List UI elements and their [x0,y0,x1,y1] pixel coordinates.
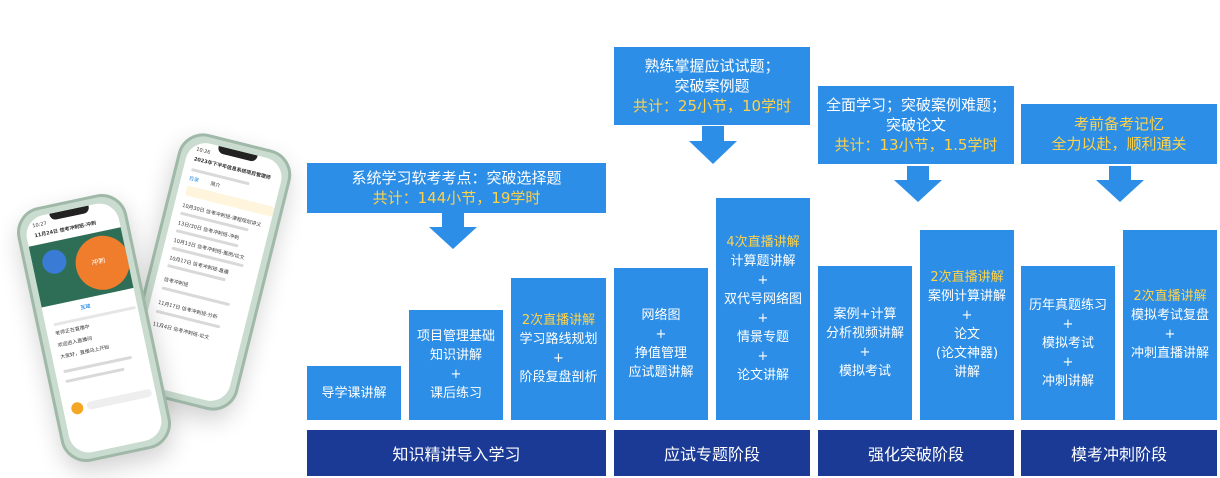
phone-notch [49,205,90,221]
block-text: 挣值管理 [634,346,687,361]
block-text: 双代号网络图 [723,292,802,307]
block-text: 论文 [953,327,980,342]
phase-exam-topics: 应试专题阶段 [614,430,810,476]
block-text: + [757,349,769,364]
phone-back-time: 10:26 [195,146,212,156]
block-text: + [859,345,871,360]
block-text: 课后练习 [429,386,482,401]
arrow-down-icon [1096,166,1144,202]
phone-back-tab-b[interactable]: 简介 [209,181,221,190]
caption-stage-3-line2: 突破论文 [885,116,946,134]
phone-front-video-circle [40,247,69,277]
block-highlight: 4次直播讲解 [726,235,800,250]
block-text: 导学课讲解 [321,385,387,401]
block-text: + [757,273,769,288]
block-live-2: 4次直播讲解 计算题讲解 + 双代号网络图 + 情景专题 + 论文讲解 [716,198,810,420]
phase-foundation: 知识精讲导入学习 [307,430,606,476]
block-past-exams: 历年真题练习 + 模拟考试 + 冲刺讲解 [1021,266,1115,420]
caption-stage-2-line2: 突破案例题 [674,77,750,95]
phase-label: 应试专题阶段 [663,445,760,464]
block-pm-basics: 项目管理基础 知识讲解 + 课后练习 [409,310,503,420]
block-highlight: 2次直播讲解 [930,270,1004,285]
block-live-4: 2次直播讲解 模拟考试复盘 + 冲刺直播讲解 [1123,230,1217,420]
phone-notch [217,145,258,163]
caption-stage-1-total: 共计：144小节，19学时 [372,189,541,207]
caption-stage-4-line1: 考前备考记忆 [1073,115,1164,133]
block-text: 阶段复盘剖析 [519,370,598,385]
block-text: 冲刺讲解 [1041,373,1094,389]
phase-mock-sprint: 模考冲刺阶段 [1021,430,1217,476]
block-text: + [450,367,462,382]
phone-front: 10:27 11月24日 信考冲刺班-冲刺 冲刺 互动 老师正在直播中 欢迎进入… [12,189,176,467]
block-text: + [1062,354,1074,370]
phase-label: 知识精讲导入学习 [392,445,521,464]
block-case-calc: 案例+计算 分析视频讲解 + 模拟考试 [818,266,912,420]
block-text: 情景专题 [736,330,789,345]
block-text: 项目管理基础 [416,329,495,344]
block-text: 案例计算讲解 [927,289,1006,304]
caption-stage-1-line1: 系统学习软考考点：突破选择题 [351,169,562,187]
block-text: + [553,351,564,366]
block-text: 模拟考试 [1041,335,1094,351]
block-network: 网络图 + 挣值管理 应试题讲解 [614,268,708,420]
phase-label: 模考冲刺阶段 [1070,445,1167,464]
block-text: 学习路线规划 [519,332,598,347]
phone-front-heading[interactable]: 互动 [79,303,92,312]
block-text: 案例+计算 [833,307,897,322]
phone-front-avatar-icon [70,401,85,416]
block-text: 论文讲解 [736,368,789,383]
block-text: 计算题讲解 [730,254,796,269]
phone-back-item[interactable]: 11月4日 信考冲刺班-论文 [152,321,210,342]
caption-stage-3: 全面学习；突破案例难题； 突破论文 共计：13小节，1.5学时 [818,86,1014,164]
phone-front-video[interactable]: 冲刺 [28,226,140,308]
block-text: + [961,308,973,323]
caption-stage-2-line1: 熟练掌握应试试题； [644,57,780,75]
block-text: 知识讲解 [429,348,482,363]
caption-stage-3-line1: 全面学习；突破案例难题； [825,96,1006,114]
caption-stage-1: 系统学习软考考点：突破选择题 共计：144小节，19学时 [307,163,606,213]
block-orientation: 导学课讲解 [307,366,401,420]
block-highlight: 2次直播讲解 [1133,289,1207,304]
caption-stage-4-line2: 全力以赴，顺利通关 [1051,135,1187,153]
caption-stage-3-total: 共计：13小节，1.5学时 [834,136,998,154]
block-live-3: 2次直播讲解 案例计算讲解 + 论文 (论文神器) 讲解 [920,230,1014,420]
block-text: + [1062,316,1074,332]
block-text: 冲刺直播讲解 [1130,346,1209,361]
caption-stage-4: 考前备考记忆 全力以赴，顺利通关 [1021,104,1217,164]
block-text: + [757,311,769,326]
block-text: 模拟考试复盘 [1130,308,1209,323]
block-text: 讲解 [953,365,980,380]
phone-back-tab-a[interactable]: 目录 [188,175,200,184]
block-text: (论文神器) [935,346,999,361]
arrow-down-icon [894,166,942,202]
caption-stage-2-total: 共计：25小节，10学时 [632,97,792,115]
phase-label: 强化突破阶段 [867,445,964,464]
block-text: 历年真题练习 [1028,297,1107,313]
block-highlight: 2次直播讲解 [521,313,596,328]
block-text: 模拟考试 [838,364,891,379]
arrow-down-icon [429,213,477,249]
block-text: 网络图 [641,308,681,323]
block-text: 应试题讲解 [628,365,694,380]
phone-front-screen: 10:27 11月24日 信考冲刺班-冲刺 冲刺 互动 老师正在直播中 欢迎进入… [22,199,166,457]
caption-stage-2: 熟练掌握应试试题； 突破案例题 共计：25小节，10学时 [614,47,810,125]
phone-front-chat-input[interactable] [86,388,153,411]
block-text: + [655,327,667,342]
phase-intensive: 强化突破阶段 [818,430,1014,476]
block-live-1: 2次直播讲解 学习路线规划 + 阶段复盘剖析 [511,278,606,420]
phone-front-time: 10:27 [31,220,48,230]
block-text: + [1164,327,1176,342]
arrow-down-icon [689,126,737,164]
block-text: 分析视频讲解 [825,326,904,341]
